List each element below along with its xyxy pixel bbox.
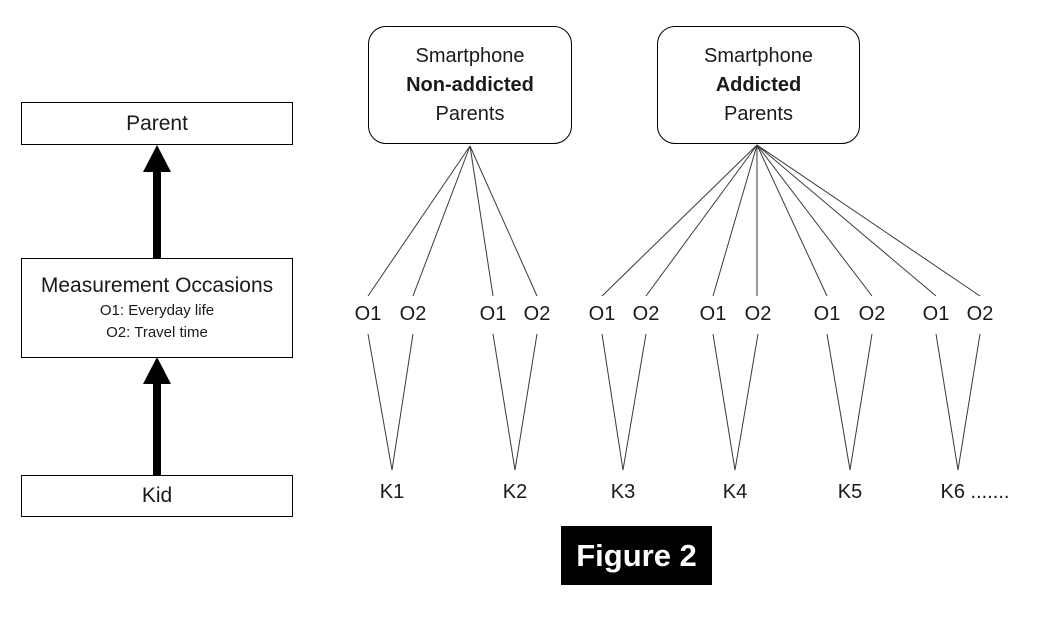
measurement-to-parent-arrow bbox=[143, 145, 171, 258]
kid-label: K1 bbox=[379, 481, 405, 503]
occasion-2-definition: O2: Travel time bbox=[106, 324, 208, 341]
kid-level-label: Kid bbox=[141, 484, 173, 507]
addicted-line-1: Smartphone bbox=[704, 44, 813, 67]
kid-label: K6 ....... bbox=[940, 481, 1010, 503]
occasion-label: O1 bbox=[813, 303, 841, 325]
measurement-occasions-title: Measurement Occasions bbox=[40, 274, 274, 297]
parent-level-label: Parent bbox=[126, 111, 188, 135]
figure-caption: Figure 2 bbox=[561, 526, 712, 585]
occasion-label: O1 bbox=[699, 303, 727, 325]
occasion-label: O2 bbox=[744, 303, 772, 325]
addicted-line-2: Addicted bbox=[715, 73, 802, 96]
non-addicted-line-1: Smartphone bbox=[415, 44, 525, 67]
kid-level-box: Kid bbox=[21, 475, 293, 517]
occasion-label: O1 bbox=[588, 303, 616, 325]
parent-level-box: Parent bbox=[21, 102, 293, 145]
occasion-label: O2 bbox=[858, 303, 886, 325]
non-addicted-fan-lines bbox=[367, 145, 538, 297]
addicted-fan-lines bbox=[601, 144, 981, 297]
non-addicted-line-2: Non-addicted bbox=[406, 73, 534, 96]
occasion-label: O2 bbox=[632, 303, 660, 325]
addicted-line-3: Parents bbox=[724, 102, 793, 125]
non-addicted-parents-box: Smartphone Non-addicted Parents bbox=[368, 26, 572, 144]
kid-to-measurement-arrow bbox=[143, 357, 171, 475]
figure-caption-text: Figure 2 bbox=[576, 537, 697, 573]
occasion-label: O1 bbox=[354, 303, 382, 325]
kid-label: K2 bbox=[502, 481, 528, 503]
occasion-label: O1 bbox=[479, 303, 507, 325]
occasion-label: O2 bbox=[966, 303, 994, 325]
kid-label: K5 bbox=[837, 481, 863, 503]
occasion-to-kid-lines bbox=[367, 333, 981, 471]
non-addicted-line-3: Parents bbox=[435, 102, 505, 125]
occasion-label: O1 bbox=[922, 303, 950, 325]
addicted-parents-box: Smartphone Addicted Parents bbox=[657, 26, 860, 144]
kid-label: K4 bbox=[722, 481, 748, 503]
occasion-1-definition: O1: Everyday life bbox=[99, 302, 215, 319]
measurement-occasions-box: Measurement Occasions O1: Everyday life … bbox=[21, 258, 293, 358]
occasion-label: O2 bbox=[523, 303, 551, 325]
kid-label: K3 bbox=[610, 481, 636, 503]
occasion-label: O2 bbox=[399, 303, 427, 325]
